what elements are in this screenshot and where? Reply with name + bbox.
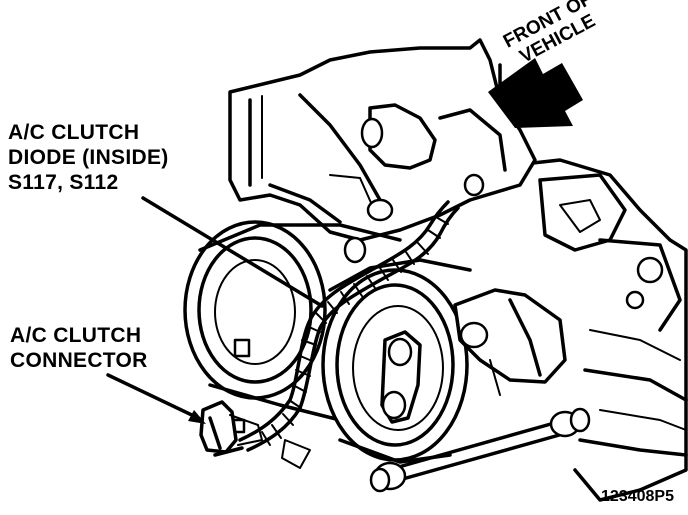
compressor-mount-lug — [453, 288, 567, 396]
wiring-harness — [238, 200, 460, 452]
clutch-connector — [199, 400, 263, 457]
diode-leader-line — [141, 196, 324, 308]
diode-label-line2: DIODE (INSIDE) — [8, 146, 169, 169]
figure-part-number: 123408P5 — [601, 488, 674, 505]
connector-label-line1: A/C CLUTCH — [10, 324, 142, 347]
brace-rod — [369, 407, 591, 493]
compressor-clutch — [321, 258, 472, 464]
arrow-left-down-icon — [488, 58, 583, 128]
compressor-rear-body — [183, 220, 402, 469]
diode-callout: A/C CLUTCH DIODE (INSIDE) S117, S112 — [8, 120, 169, 195]
connector-leader-arrow — [106, 373, 206, 424]
engine-block — [468, 158, 688, 502]
connector-callout: A/C CLUTCH CONNECTOR — [10, 323, 148, 373]
connector-label-line2: CONNECTOR — [10, 349, 148, 372]
diode-label-line1: A/C CLUTCH — [8, 121, 140, 144]
compressor-bracket — [228, 38, 537, 242]
diode-label-line3: S117, S112 — [8, 171, 119, 194]
